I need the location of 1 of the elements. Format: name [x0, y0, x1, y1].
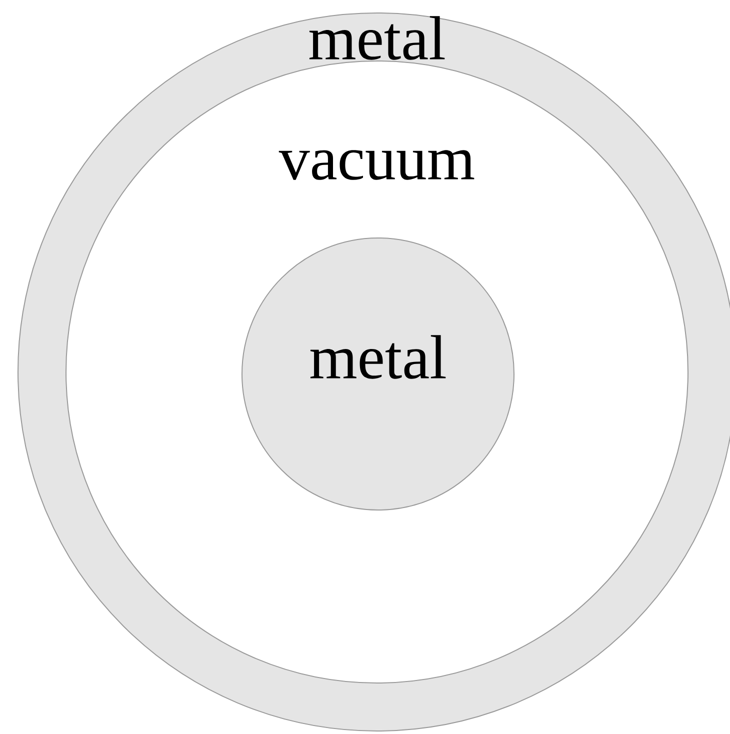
inner-disk: metal [242, 238, 514, 510]
